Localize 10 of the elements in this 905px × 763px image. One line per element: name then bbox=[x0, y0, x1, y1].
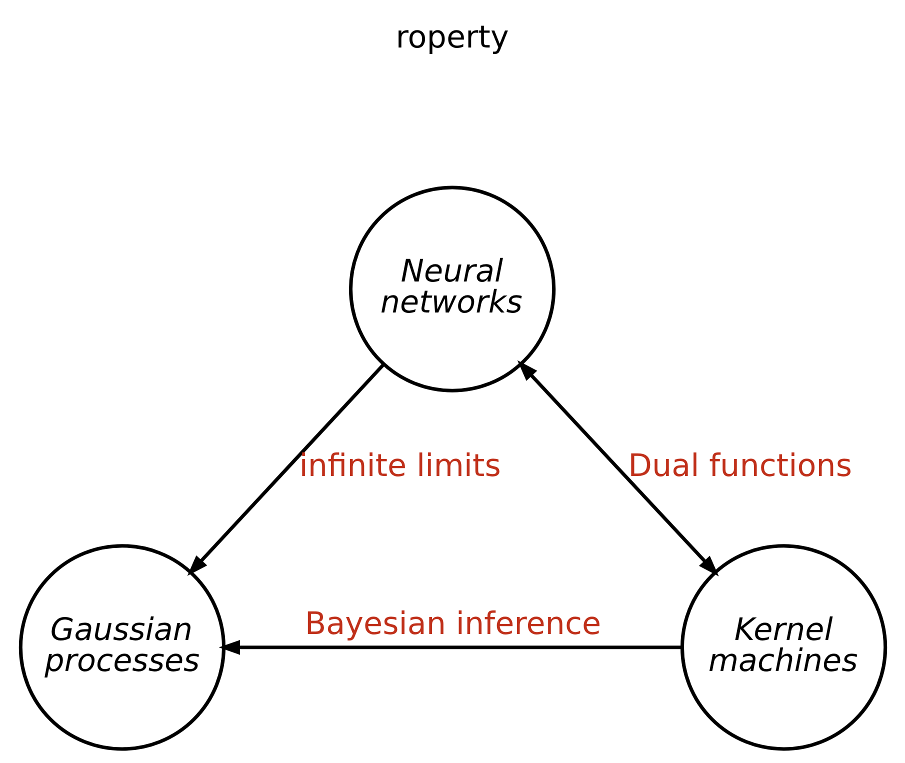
arrow bbox=[186, 363, 384, 576]
node-circle: Neural networks bbox=[348, 186, 556, 392]
node-circle: Gaussian processes bbox=[18, 544, 226, 751]
label: roperty bbox=[395, 19, 508, 56]
arrow bbox=[516, 360, 718, 576]
edge-label: infinite limits bbox=[298, 448, 500, 484]
node-circle: Kernel machines bbox=[680, 544, 887, 751]
edge-label: Bayesian inference bbox=[304, 606, 601, 642]
edge-label: Dual functions bbox=[628, 448, 852, 484]
arrow bbox=[218, 640, 682, 655]
